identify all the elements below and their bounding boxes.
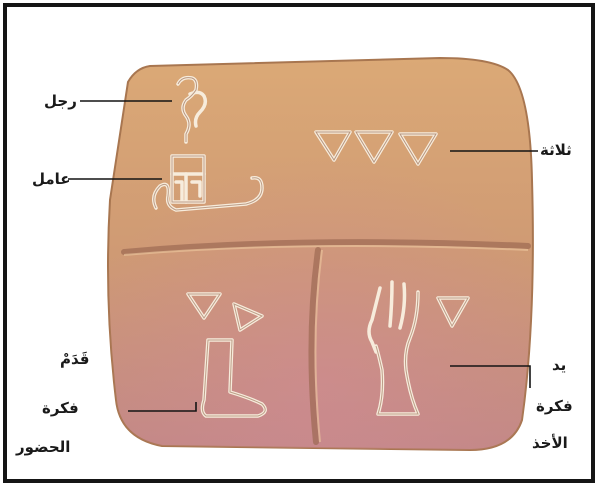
label-three: ثلاثة — [540, 141, 572, 159]
label-hand: يد — [552, 356, 566, 374]
label-idea-take-2: الأخذ — [532, 434, 568, 452]
label-man: رجل — [44, 92, 77, 110]
label-worker: عامل — [32, 170, 71, 188]
label-idea-presence-1: فكرة — [42, 399, 79, 417]
label-foot: قَدَمْ — [60, 350, 89, 368]
label-idea-presence-2: الحضور — [16, 438, 70, 456]
label-idea-take-1: فكرة — [536, 397, 573, 415]
